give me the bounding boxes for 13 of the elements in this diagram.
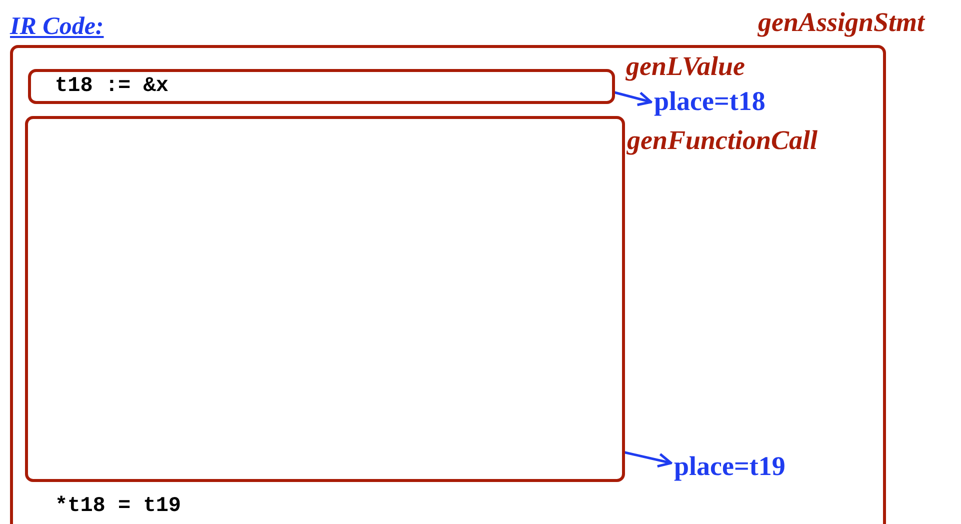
function-name-heading: genFunctionCall: [627, 124, 818, 156]
code-line: t18 := &x: [55, 74, 168, 100]
arrow: [622, 450, 672, 468]
title: IR Code:: [10, 12, 104, 42]
function-name-heading: genLValue: [626, 50, 746, 82]
arrow: [612, 90, 652, 106]
place-label: place=t19: [674, 451, 786, 481]
code-block-box: [10, 45, 886, 524]
code-block-box: [25, 116, 625, 482]
function-name-heading: genAssignStmt: [758, 6, 925, 38]
code-line: *t18 = t19: [55, 494, 182, 520]
code-block-box: [28, 69, 615, 104]
place-label: place=t18: [654, 86, 766, 116]
